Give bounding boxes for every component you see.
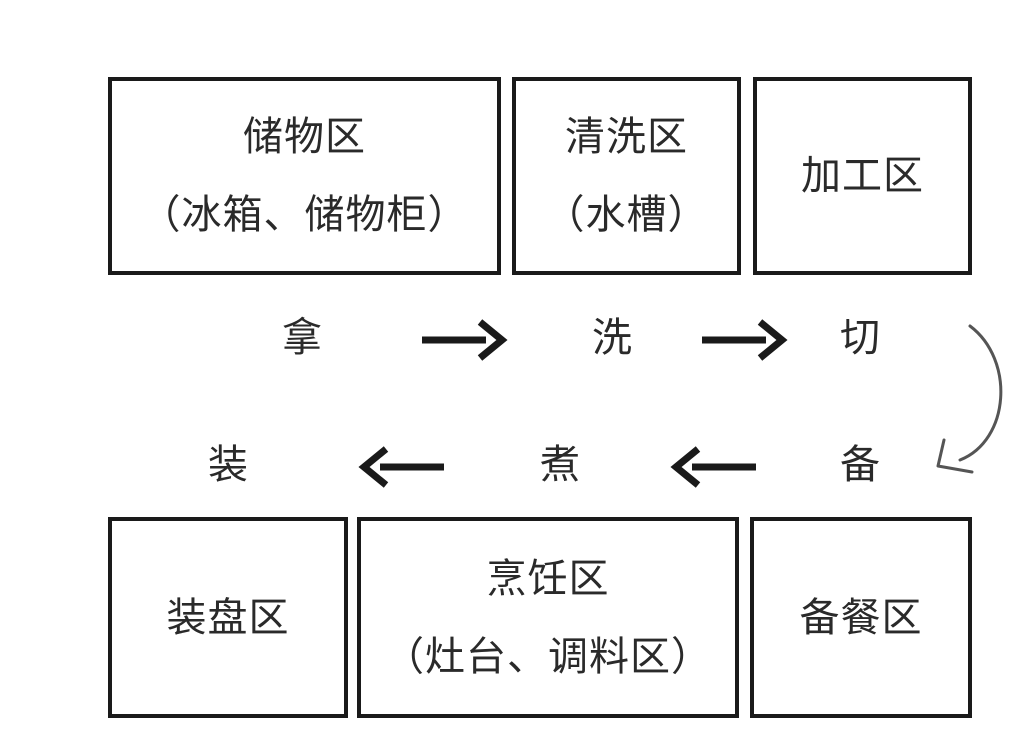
washing-zone-box: 清洗区 （水槽） [512,77,741,275]
processing-zone-box: 加工区 [753,77,972,275]
plating-zone-title: 装盘区 [166,594,290,641]
cooking-zone-subtitle: （灶台、调料区） [384,633,712,680]
cooking-zone-box: 烹饪区 （灶台、调料区） [357,517,739,718]
arrow-cook-to-plate [358,446,444,488]
washing-zone-title: 清洗区 [565,114,688,160]
arrow-prep-to-cook [670,446,756,488]
step-take-label: 拿 [282,315,322,361]
processing-zone-title: 加工区 [801,153,924,199]
step-plate-label: 装 [208,442,248,488]
storage-zone-box: 储物区 （冰箱、储物柜） [108,77,501,275]
curved-arrow-cut-to-prep [936,324,1003,474]
prep-zone-title: 备餐区 [799,594,923,641]
plating-zone-box: 装盘区 [108,517,348,718]
step-cut-label: 切 [840,315,880,361]
arrow-wash-to-cut [702,319,788,361]
cooking-zone-title: 烹饪区 [486,555,610,602]
prep-zone-box: 备餐区 [750,517,972,718]
step-cook-label: 煮 [540,442,580,488]
arrow-take-to-wash [422,319,508,361]
storage-zone-subtitle: （冰箱、储物柜） [140,192,469,238]
step-prep-label: 备 [840,442,880,488]
storage-zone-title: 储物区 [243,114,366,160]
step-wash-label: 洗 [592,315,632,361]
washing-zone-subtitle: （水槽） [544,192,709,238]
